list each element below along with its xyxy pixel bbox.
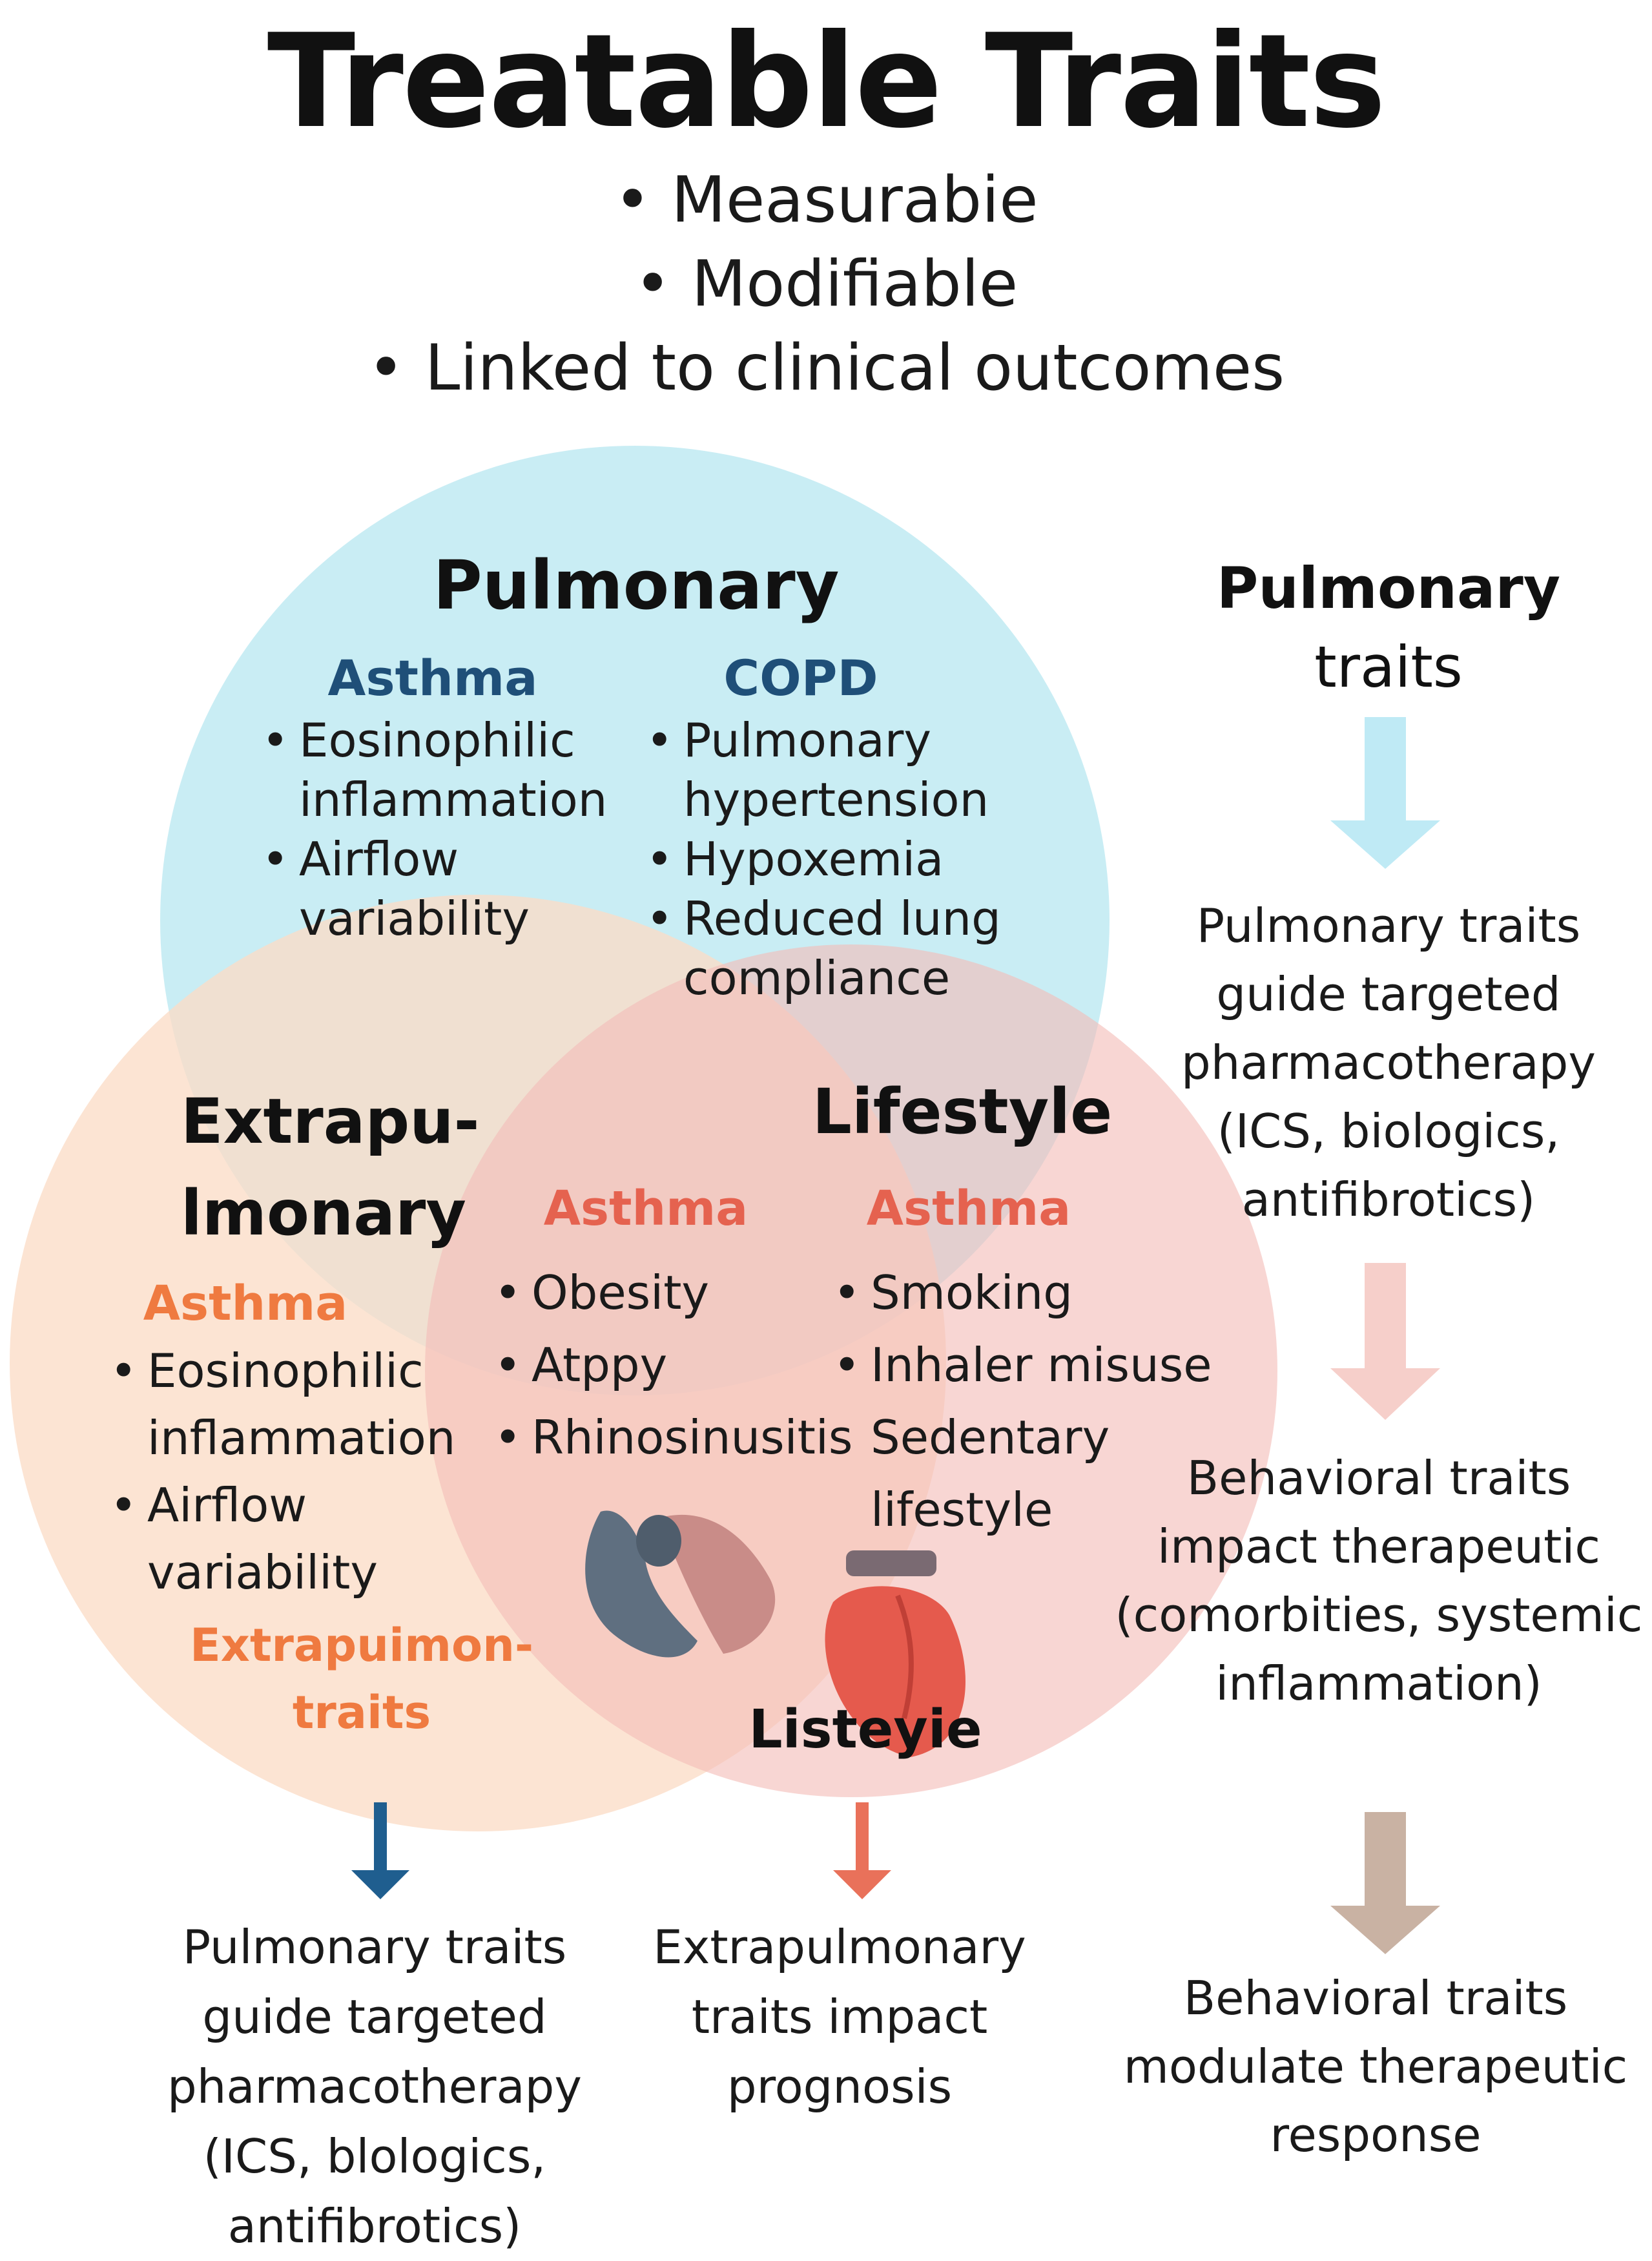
bottom-left-caption: Pulmonary traits guide targeted pharmaco… [167, 1920, 582, 2253]
right-flow-heading-line2: traits [1314, 634, 1463, 700]
list-item: Rhinosinusitis [494, 1401, 856, 1474]
list-item: Eosinophilic inflammation [262, 711, 610, 829]
extrapulmonary-title-line1: Extrapu- [181, 1085, 480, 1158]
criteria-list: Measurabie Modifiable Linked to clinical… [0, 158, 1652, 410]
extrapulmonary-caption: Extrapuimon- traits [181, 1612, 542, 1746]
extrapulmonary-title: Extrapu- lmonary [149, 1076, 504, 1259]
pulmonary-asthma-label: Asthma [327, 649, 538, 707]
lifestyle-asthma-list: Smoking Inhaler misuse Sedentary lifesty… [833, 1256, 1259, 1546]
criteria-item: Measurabie [0, 158, 1652, 242]
lifestyle-title: Lifestyle [812, 1076, 1113, 1148]
right-flow-step2: Behavioral traits impact therapeutic (co… [1115, 1451, 1643, 1711]
bottom-middle-caption: Extrapulmonary traits impact prognosis [653, 1920, 1026, 2114]
list-item: Reduced lung compliance [646, 889, 1059, 1008]
right-flow-heading-line1: Pulmonary [1216, 555, 1561, 621]
lifestyle-asthma-label: Asthma [866, 1181, 1071, 1236]
criteria-item: Linked to clinical outcomes [0, 326, 1652, 410]
copd-list: Pulmonary hypertension Hypoxemia Reduced… [646, 711, 1059, 1008]
arrow-down-icon [1330, 1263, 1440, 1420]
overlap-asthma-label: Asthma [543, 1181, 749, 1236]
list-item: Eosinophilic inflammation [110, 1337, 471, 1472]
extrapulmonary-asthma-label: Asthma [143, 1276, 348, 1331]
extrapulmonary-asthma-list: Eosinophilic inflammation Airflow variab… [110, 1337, 471, 1606]
list-item: Hypoxemia [646, 829, 1059, 889]
pulmonary-asthma-list: Eosinophilic inflammation Airflow variab… [262, 711, 610, 948]
right-flow-heading: Pulmonary traits [1188, 549, 1589, 707]
list-item: Pulmonary hypertension [646, 711, 1059, 829]
extrapulmonary-caption-line1: Extrapuimon- [189, 1619, 534, 1672]
lifestyle-caption: Listeyie [749, 1699, 982, 1760]
right-flow-step1: Pulmonary traits guide targeted pharmaco… [1181, 899, 1596, 1227]
right-flow-step3: Behavioral traits modulate therapeutic r… [1123, 1971, 1628, 2162]
arrow-down-icon [1330, 717, 1440, 869]
heart-illustration [825, 1550, 965, 1757]
arrow-down-icon [833, 1802, 891, 1899]
list-item: Atppy [494, 1329, 856, 1401]
extrapulmonary-title-line2: lmonary [181, 1177, 466, 1249]
list-item: Airflow variability [262, 829, 610, 948]
arrow-down-icon [351, 1802, 409, 1899]
list-item: Smoking [833, 1256, 1259, 1329]
list-item: Obesity [494, 1256, 856, 1329]
list-item: Inhaler misuse [833, 1329, 1259, 1401]
extrapulmonary-caption-line2: traits [292, 1686, 431, 1739]
copd-label: COPD [723, 649, 878, 707]
criteria-item: Modifiable [0, 242, 1652, 326]
list-item: Airflow variability [110, 1472, 471, 1606]
overlap-asthma-list: Obesity Atppy Rhinosinusitis [494, 1256, 856, 1474]
page-title: Treatable Traits [267, 6, 1387, 157]
list-item: Sedentary lifestyle [871, 1410, 1110, 1537]
lungs-illustration [585, 1510, 776, 1658]
arrow-down-icon [1330, 1812, 1440, 1954]
pulmonary-title: Pulmonary [433, 546, 840, 625]
